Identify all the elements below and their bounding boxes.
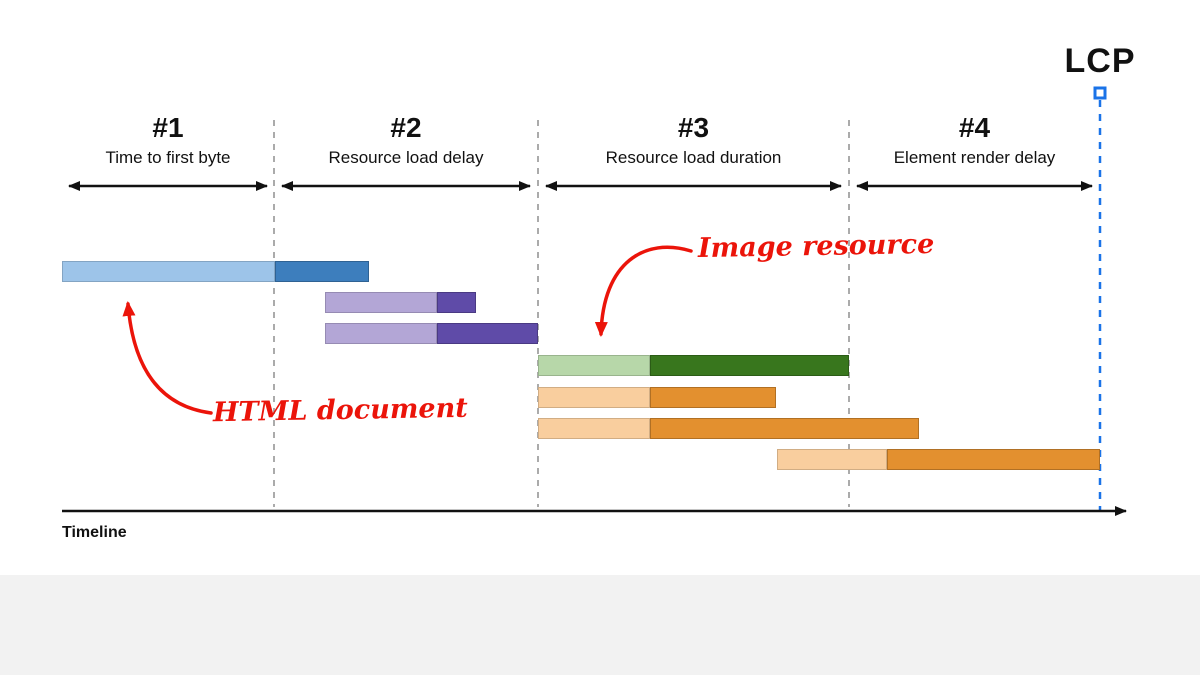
timeline-label: Timeline [62, 524, 127, 541]
legend-strip: Document Stylesheet Script Image [0, 575, 1200, 675]
script-bar-light-segment [538, 387, 650, 408]
phase-3-number: #3 [677, 112, 710, 143]
stylesheet-bar-dark-segment [437, 292, 476, 313]
lcp-title: LCP [1064, 42, 1136, 80]
image-resource-arrow [594, 245, 693, 337]
html-document-annotation: HTML document [212, 392, 468, 429]
script-bar-dark-segment [650, 387, 776, 408]
image-bar-light-segment [538, 355, 650, 376]
phase-1-header: #1 Time to first byte [62, 112, 274, 168]
phase-4-label: Element render delay [893, 148, 1056, 168]
phase-3-label: Resource load duration [605, 148, 782, 168]
html-document-arrow [122, 301, 213, 415]
script-bar-dark-segment [650, 418, 919, 439]
phase-1-number: #1 [152, 112, 184, 143]
script-bar-light-segment [538, 418, 650, 439]
document-bar-dark-segment [275, 261, 369, 282]
image-bar-dark-segment [650, 355, 849, 376]
document-bar-light-segment [62, 261, 275, 282]
phase-2-number: #2 [390, 112, 422, 143]
script-bar-light-segment [777, 449, 887, 470]
stylesheet-bar-light-segment [325, 323, 437, 344]
phase-2-label: Resource load delay [328, 148, 484, 168]
phase-4-header: #4 Element render delay [849, 112, 1100, 168]
stylesheet-bar-light-segment [325, 292, 437, 313]
lcp-line-cap-marker [1093, 86, 1107, 100]
phase-2-header: #2 Resource load delay [274, 112, 538, 168]
stylesheet-bar-dark-segment [437, 323, 538, 344]
phase-1-label: Time to first byte [105, 148, 231, 168]
phase-4-number: #4 [958, 112, 991, 143]
image-resource-annotation: Image resource [697, 228, 935, 265]
script-bar-dark-segment [887, 449, 1100, 470]
phase-3-header: #3 Resource load duration [538, 112, 849, 168]
